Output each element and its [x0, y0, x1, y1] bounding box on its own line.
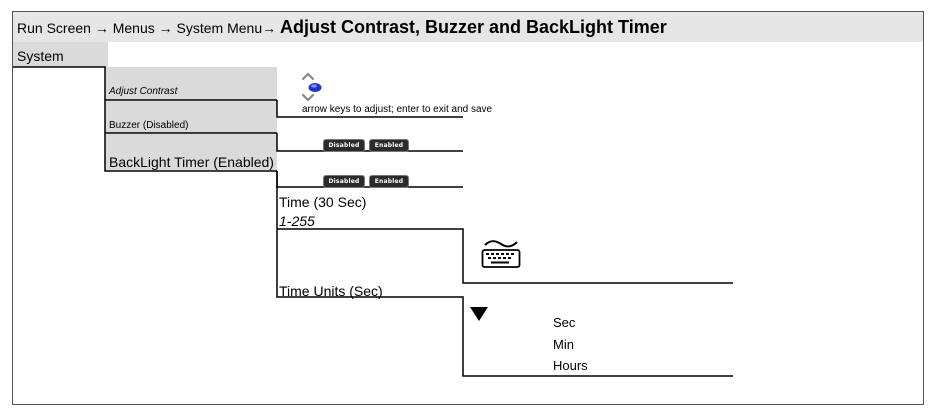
up-down-arrow-icon[interactable]: [299, 71, 325, 103]
system-highlight: [13, 42, 108, 67]
breadcrumb-menus[interactable]: Menus: [112, 20, 155, 36]
diagram-frame: [12, 11, 924, 405]
menu-buzzer[interactable]: Buzzer (Disabled): [109, 120, 189, 131]
breadcrumb-system-menu[interactable]: System Menu: [176, 20, 263, 36]
breadcrumb-separator: →: [158, 20, 173, 36]
buzzer-disabled-button[interactable]: Disabled: [323, 139, 365, 152]
menu-time-units[interactable]: Time Units (Sec): [279, 283, 383, 299]
breadcrumb: Run Screen → Menus → System Menu→ Adjust…: [17, 17, 667, 38]
keyboard-icon[interactable]: [481, 238, 523, 270]
breadcrumb-separator: →: [262, 20, 277, 36]
menu-backlight-timer[interactable]: BackLight Timer (Enabled): [109, 154, 274, 170]
menu-system[interactable]: System: [17, 48, 64, 64]
backlight-timer-highlight: [105, 134, 277, 170]
buzzer-highlight: [105, 101, 277, 133]
adjust-contrast-highlight: [105, 67, 277, 100]
backlight-disabled-button[interactable]: Disabled: [323, 175, 365, 188]
backlight-enabled-button[interactable]: Enabled: [369, 175, 409, 188]
unit-option-sec[interactable]: Sec: [553, 315, 576, 330]
menu-adjust-contrast[interactable]: Adjust Contrast: [109, 86, 178, 97]
menu-time[interactable]: Time (30 Sec): [279, 194, 367, 210]
page-title: Adjust Contrast, Buzzer and BackLight Ti…: [280, 17, 667, 37]
breadcrumb-separator: →: [94, 20, 109, 36]
unit-option-hours[interactable]: Hours: [553, 358, 588, 373]
unit-option-min[interactable]: Min: [553, 337, 574, 352]
buzzer-enabled-button[interactable]: Enabled: [369, 139, 409, 152]
time-range: 1-255: [279, 213, 315, 229]
down-triangle-icon[interactable]: [469, 306, 489, 322]
breadcrumb-run-screen[interactable]: Run Screen: [17, 20, 91, 36]
title-bar: [13, 12, 923, 42]
contrast-hint: arrow keys to adjust; enter to exit and …: [302, 104, 493, 115]
